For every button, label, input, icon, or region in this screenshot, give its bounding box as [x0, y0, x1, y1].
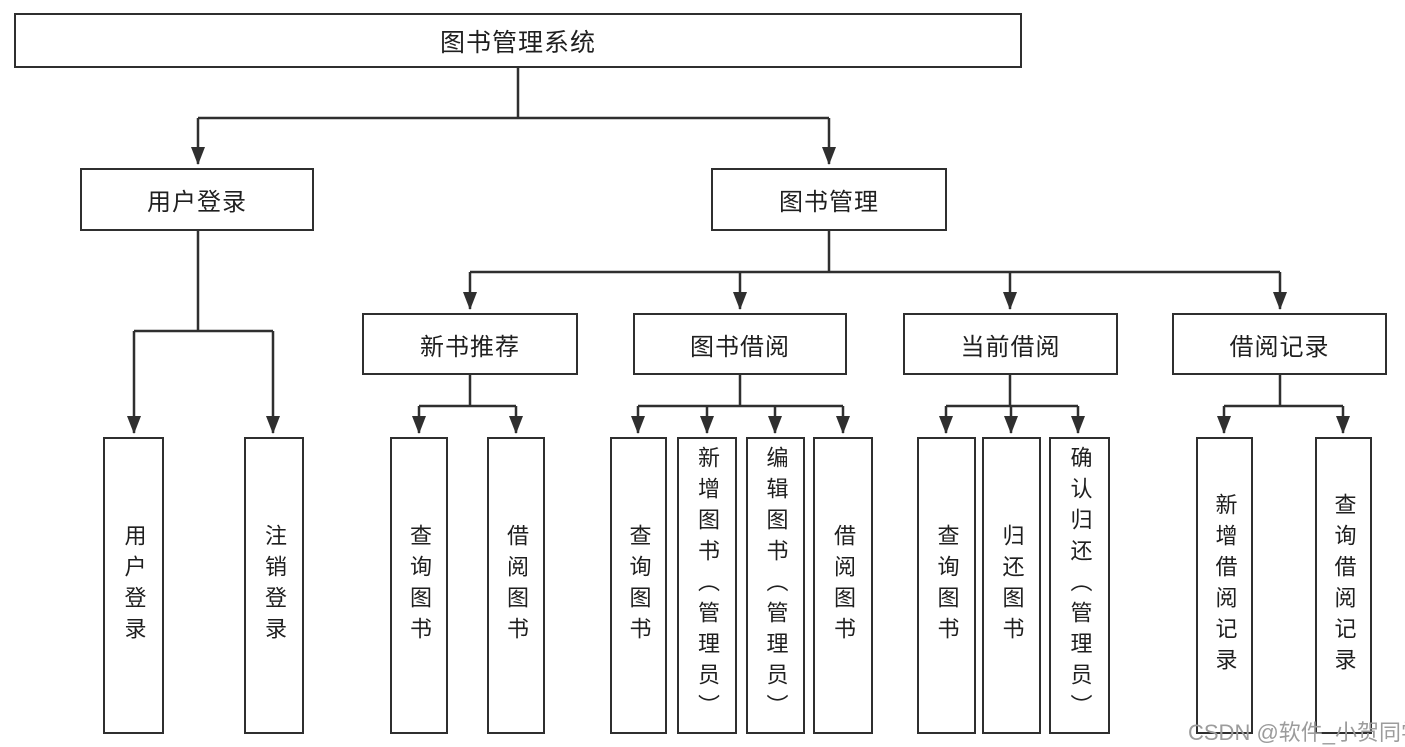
leaf-records-add-record: 新增借阅记录	[1196, 437, 1253, 734]
node-library-management-system: 图书管理系统	[14, 13, 1022, 68]
leaf-label: 查询图书	[934, 523, 960, 648]
leaf-label: 归还图书	[999, 523, 1025, 648]
leaf-label: 新增借阅记录	[1212, 492, 1238, 679]
node-label: 当前借阅	[960, 333, 1061, 361]
leaf-recommend-borrow-books: 借阅图书	[487, 437, 545, 734]
csdn-watermark: CSDN @软件_小贺同学	[1188, 720, 1405, 745]
leaf-records-query-record: 查询借阅记录	[1315, 437, 1372, 734]
leaf-current-query-books: 查询图书	[917, 437, 976, 734]
leaf-current-return-books: 归还图书	[982, 437, 1041, 734]
tree-arrows	[127, 118, 1350, 434]
leaf-label: 新增图书（管理员）	[695, 446, 720, 725]
node-label: 图书借阅	[690, 333, 790, 361]
node-label: 借阅记录	[1229, 333, 1330, 361]
node-label: 图书管理	[779, 189, 879, 216]
leaf-current-confirm-return-admin: 确认归还（管理员）	[1049, 437, 1110, 734]
node-label: 用户登录	[147, 189, 247, 216]
leaf-borrowing-query-books: 查询图书	[610, 437, 667, 734]
leaf-logout: 注销登录	[244, 437, 304, 734]
leaf-label: 查询借阅记录	[1331, 492, 1357, 679]
node-new-book-recommend: 新书推荐	[362, 313, 578, 375]
node-label: 图书管理系统	[439, 28, 596, 57]
leaf-label: 借阅图书	[504, 523, 529, 648]
leaf-label: 注销登录	[262, 523, 287, 648]
leaf-borrowing-edit-books-admin: 编辑图书（管理员）	[746, 437, 805, 734]
node-book-borrowing: 图书借阅	[633, 313, 847, 375]
leaf-user-login: 用户登录	[103, 437, 164, 734]
leaf-label: 用户登录	[121, 523, 147, 648]
node-label: 新书推荐	[420, 333, 520, 361]
leaf-label: 编辑图书（管理员）	[763, 446, 789, 725]
leaf-recommend-query-books: 查询图书	[390, 437, 448, 734]
leaf-label: 查询图书	[407, 523, 432, 648]
node-user-login: 用户登录	[80, 168, 314, 231]
node-borrowing-records: 借阅记录	[1172, 313, 1387, 375]
node-book-management: 图书管理	[711, 168, 947, 231]
leaf-borrowing-add-books-admin: 新增图书（管理员）	[677, 437, 737, 734]
leaf-label: 查询图书	[626, 523, 652, 648]
leaf-borrowing-borrow-books: 借阅图书	[813, 437, 873, 734]
leaf-label: 借阅图书	[831, 523, 856, 648]
node-current-borrowing: 当前借阅	[903, 313, 1118, 375]
leaf-label: 确认归还（管理员）	[1067, 446, 1093, 725]
